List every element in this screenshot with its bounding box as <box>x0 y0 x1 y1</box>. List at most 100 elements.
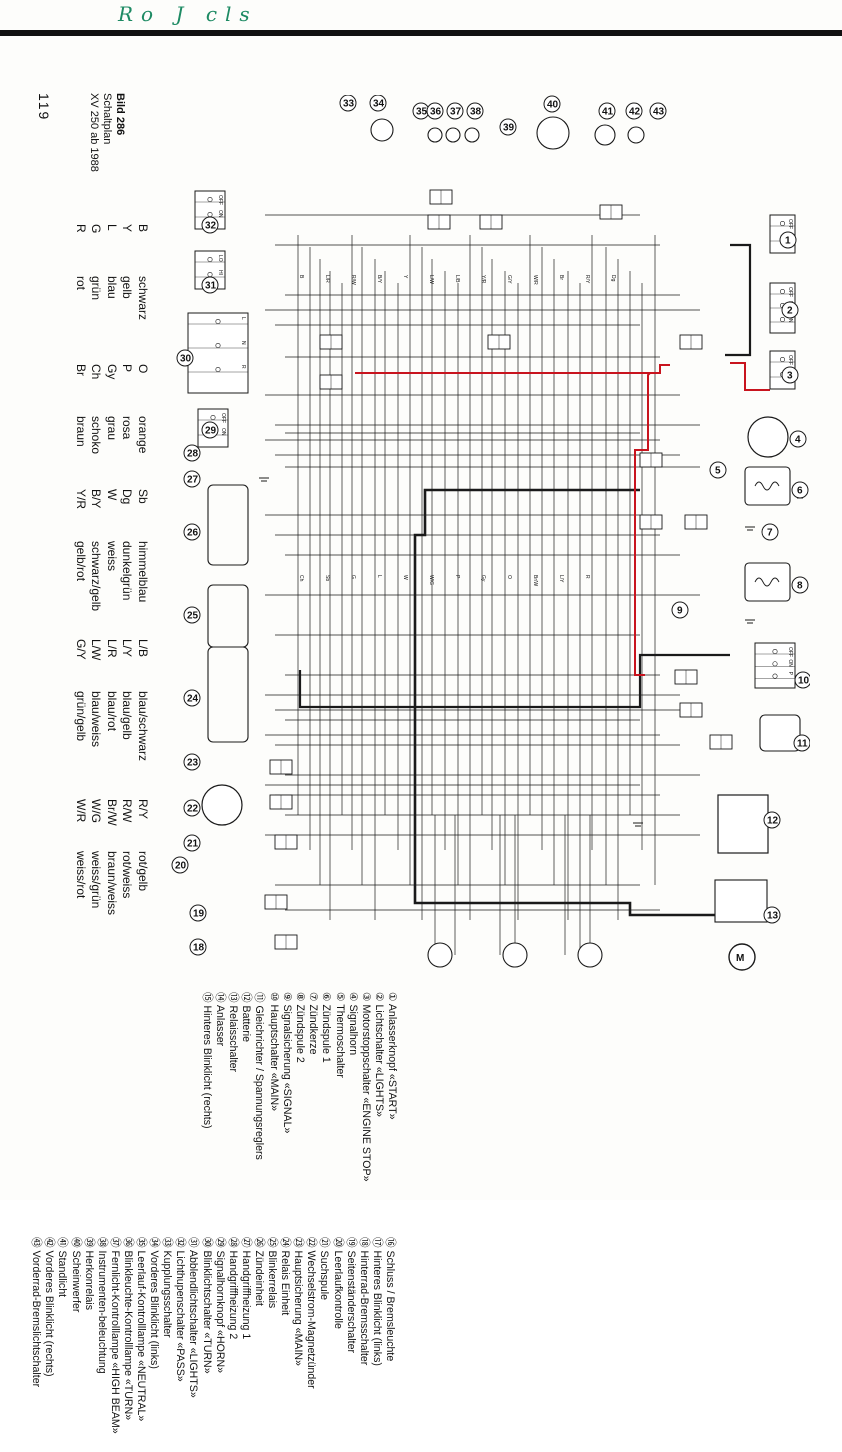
component-number: 6 <box>797 486 803 497</box>
legend-item: ㉜ Lichthupenschalter «PASS» <box>174 1237 187 1382</box>
switch-position-label: ON <box>220 428 226 436</box>
wire-color-tag: R <box>584 575 590 579</box>
legend-item: ㉕ Blinkerrelais <box>266 1237 279 1309</box>
color-code: Gy <box>105 364 119 380</box>
component-marker <box>171 856 189 874</box>
component-marker <box>201 421 219 439</box>
component-number: 29 <box>205 426 217 437</box>
component-marker <box>176 349 194 367</box>
starter-motor-mark: M <box>736 953 744 964</box>
component-marker <box>781 366 799 384</box>
red-wire <box>634 372 651 676</box>
component-number: 12 <box>767 816 779 827</box>
color-name: weiss/grün <box>89 851 104 909</box>
ignition-coil <box>744 466 791 506</box>
component-number: 26 <box>187 528 199 539</box>
front-lamp <box>627 126 645 144</box>
color-code: L/Y <box>120 639 135 658</box>
battery-symbol <box>717 794 769 854</box>
component-number: 18 <box>193 943 205 954</box>
legend-item: ㊷ Vorderes Blinklicht (rechts) <box>43 1237 56 1377</box>
legend-item: ㉛ Abblendlichtschalter «LIGHTS» <box>187 1237 200 1398</box>
component-number: 23 <box>187 758 199 769</box>
color-code: L <box>105 224 119 231</box>
switch-contact <box>207 212 213 218</box>
control-unit-box <box>207 484 249 566</box>
color-code: Br <box>74 364 88 376</box>
color-name: rot/weiss <box>120 851 135 899</box>
coil-winding <box>754 577 780 587</box>
component-marker <box>466 102 484 120</box>
legend-item: ⑤ Thermoschalter <box>333 992 346 1078</box>
component-marker <box>183 523 201 541</box>
legend-item: ⑫ Batterie <box>239 992 252 1043</box>
component-number: 43 <box>653 107 665 118</box>
switch-contact <box>210 414 216 420</box>
handwritten-signature: Ro J cls <box>118 2 258 26</box>
color-name: rot <box>74 276 88 291</box>
color-name: gelb/rot <box>74 541 88 582</box>
component-number: 21 <box>187 839 199 850</box>
color-code: Br/W <box>105 799 119 826</box>
component-marker <box>671 601 689 619</box>
coil-winding <box>754 481 780 491</box>
color-code: Y/R <box>74 489 88 510</box>
component-marker <box>763 811 781 829</box>
legend-item: ㉝ Kupplungsschalter <box>161 1237 174 1338</box>
color-name: rosa <box>120 416 135 440</box>
legend-item: ㉞ Vorderes Blinklicht (links) <box>148 1237 161 1369</box>
color-name: gelb <box>120 276 135 299</box>
component-number: 8 <box>797 581 803 592</box>
color-name: schoko <box>89 416 104 455</box>
control-unit-box <box>207 584 249 648</box>
legend-item: ㉖ Zündeinheit <box>253 1237 265 1306</box>
figure-caption: Bild 286 Schaltplan XV 250 ab 1988 <box>87 93 126 233</box>
wire-color-tag: O <box>506 575 512 579</box>
magneto-symbol <box>201 784 243 826</box>
component-marker <box>625 102 643 120</box>
wire-color-tag: B <box>298 275 304 279</box>
wire-color-tag: W/G <box>428 575 434 585</box>
component-marker <box>369 95 387 112</box>
legend-item: ⑦ Zündkerze <box>307 992 320 1055</box>
switch-contact <box>207 272 213 278</box>
switch-contact <box>215 343 221 349</box>
switch-contact <box>772 673 778 679</box>
color-name: blau/gelb <box>120 691 135 740</box>
color-name: schwarz/gelb <box>89 541 104 612</box>
component-number: 28 <box>187 449 199 460</box>
legend-item: ⑭ Anlasser <box>213 992 226 1047</box>
legend-item: ㊶ Standlicht <box>56 1237 69 1298</box>
wire-color-tag: P <box>454 575 460 579</box>
legend-item: ⑳ Leerlaufkontrolle <box>331 1237 344 1329</box>
color-code: L/R <box>105 639 119 658</box>
color-code: R/Y <box>136 799 150 820</box>
legend-item: ㊱ Blinkleuchte-Kontrolllampe «TURN» <box>122 1237 134 1421</box>
color-code: Sb <box>136 489 150 504</box>
control-unit-box <box>207 646 249 743</box>
component-marker <box>189 938 207 956</box>
color-name: braun/weiss <box>105 851 119 916</box>
wire-color-tag: W <box>402 575 408 580</box>
color-name: schwarz <box>136 276 150 321</box>
component-number: 19 <box>193 909 205 920</box>
wire-color-tag: L/Y <box>558 575 564 583</box>
relay-switch-symbol <box>714 879 768 923</box>
component-marker <box>791 481 809 499</box>
switch-table <box>187 312 249 394</box>
color-code: G <box>89 224 104 234</box>
wire-color-tag: Gy <box>480 575 486 582</box>
figure-label: Bild 286 <box>114 93 126 136</box>
wire-color-tag: L/R <box>324 275 330 283</box>
legend-item: ⑪ Gleichrichter / Spannungsreglers <box>253 992 265 1160</box>
component-marker <box>709 461 727 479</box>
component-number: 42 <box>629 107 641 118</box>
component-marker <box>779 231 797 249</box>
component-number: 9 <box>677 606 683 617</box>
component-marker <box>189 904 207 922</box>
legend-item: ⑱ Hinterrad-Bremsschalter <box>357 1237 370 1366</box>
front-lamp <box>536 116 570 150</box>
ignition-coil <box>744 562 791 602</box>
legend-item: ㉗ Handgriffheizung 1 <box>239 1237 252 1340</box>
red-wire <box>730 362 770 391</box>
